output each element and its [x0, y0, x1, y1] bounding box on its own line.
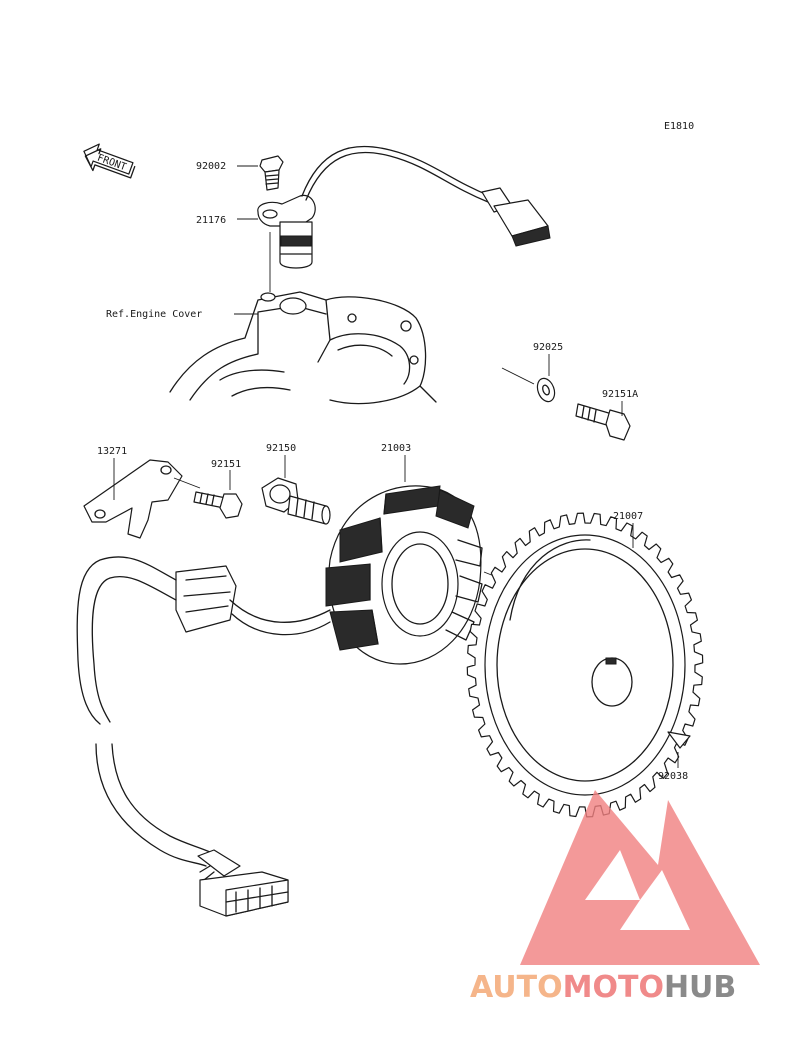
label-92002: 92002	[196, 161, 226, 172]
label-21003: 21003	[381, 443, 411, 454]
bolt-92151A	[575, 403, 631, 441]
stator-21003	[325, 485, 483, 665]
label-92150: 92150	[266, 443, 296, 454]
label-21007: 21007	[613, 511, 643, 522]
label-92038: 92038	[658, 771, 688, 782]
label-92151A: 92151A	[602, 389, 638, 400]
diagram-code: E1810	[664, 121, 694, 132]
bolt-92150	[261, 477, 331, 525]
key-92038	[667, 731, 691, 749]
logo-triangle	[520, 790, 760, 965]
washer-92025	[536, 377, 556, 403]
label-ref-engine-cover: Ref.Engine Cover	[106, 309, 202, 320]
watermark-auto: AUTO	[470, 970, 563, 1005]
automotohub-logo	[520, 790, 760, 965]
label-13271: 13271	[97, 446, 127, 457]
bolt-92151	[193, 491, 243, 519]
label-92151: 92151	[211, 459, 241, 470]
front-arrow-icon: FRONT	[83, 143, 136, 179]
watermark-moto: MOTO	[563, 970, 664, 1005]
label-21176: 21176	[196, 215, 226, 226]
pickup-coil-21176	[257, 145, 551, 269]
watermark-hub: HUB	[664, 970, 736, 1005]
engine-cover	[169, 291, 437, 405]
stator-wiring-harness	[76, 556, 331, 917]
rotor-21007	[466, 512, 704, 818]
bolt-92002	[259, 155, 284, 191]
bracket-13271	[83, 459, 183, 539]
watermark-text: AUTOMOTOHUB	[470, 970, 736, 1005]
label-92025: 92025	[533, 342, 563, 353]
